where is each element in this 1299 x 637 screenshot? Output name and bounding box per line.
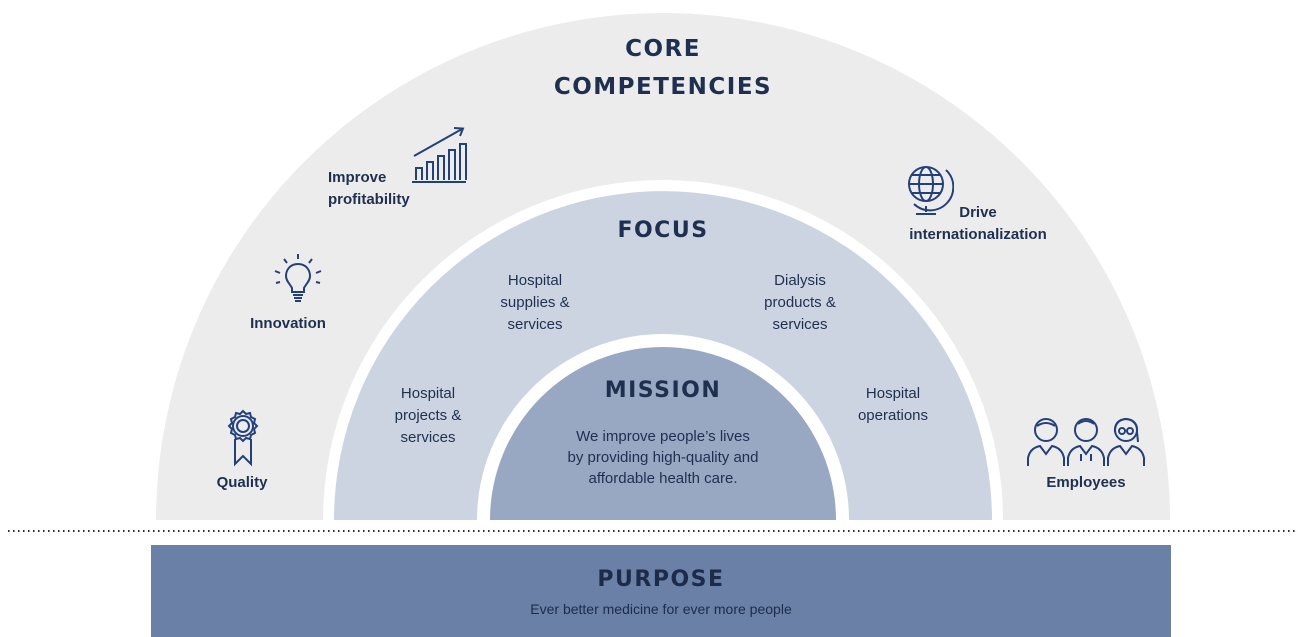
drive-internationalization-line1: Drive	[959, 204, 997, 221]
lightbulb-icon	[270, 250, 326, 306]
mission-arch	[490, 347, 836, 520]
focus-title: FOCUS	[617, 218, 709, 243]
focus-hospital-projects: Hospital projects & services	[394, 385, 462, 446]
innovation-label: Innovation	[250, 315, 326, 332]
rising-bar-chart-icon	[410, 126, 468, 184]
purpose-band	[151, 545, 1171, 637]
medical-staff-icon	[1026, 414, 1146, 468]
focus-hospital-supplies: Hospital supplies & services	[500, 272, 570, 333]
employees-label: Employees	[1046, 474, 1126, 491]
focus-hospital-operations: Hospital operations	[857, 385, 929, 424]
drive-internationalization-line2: internationalization	[909, 226, 1047, 243]
purpose-title: PURPOSE	[597, 567, 725, 592]
mission-statement: We improve people’s lives by providing h…	[567, 428, 759, 487]
purpose-statement: Ever better medicine for ever more peopl…	[530, 601, 792, 617]
mission-title: MISSION	[604, 378, 722, 403]
improve-profitability-label: Improve profitability	[328, 169, 410, 208]
quality-medal-icon	[222, 408, 264, 468]
core-competencies-title: CORE COMPETENCIES	[553, 36, 773, 100]
quality-label: Quality	[216, 474, 268, 491]
globe-icon	[900, 160, 954, 220]
focus-dialysis-products: Dialysis products & services	[764, 272, 836, 333]
